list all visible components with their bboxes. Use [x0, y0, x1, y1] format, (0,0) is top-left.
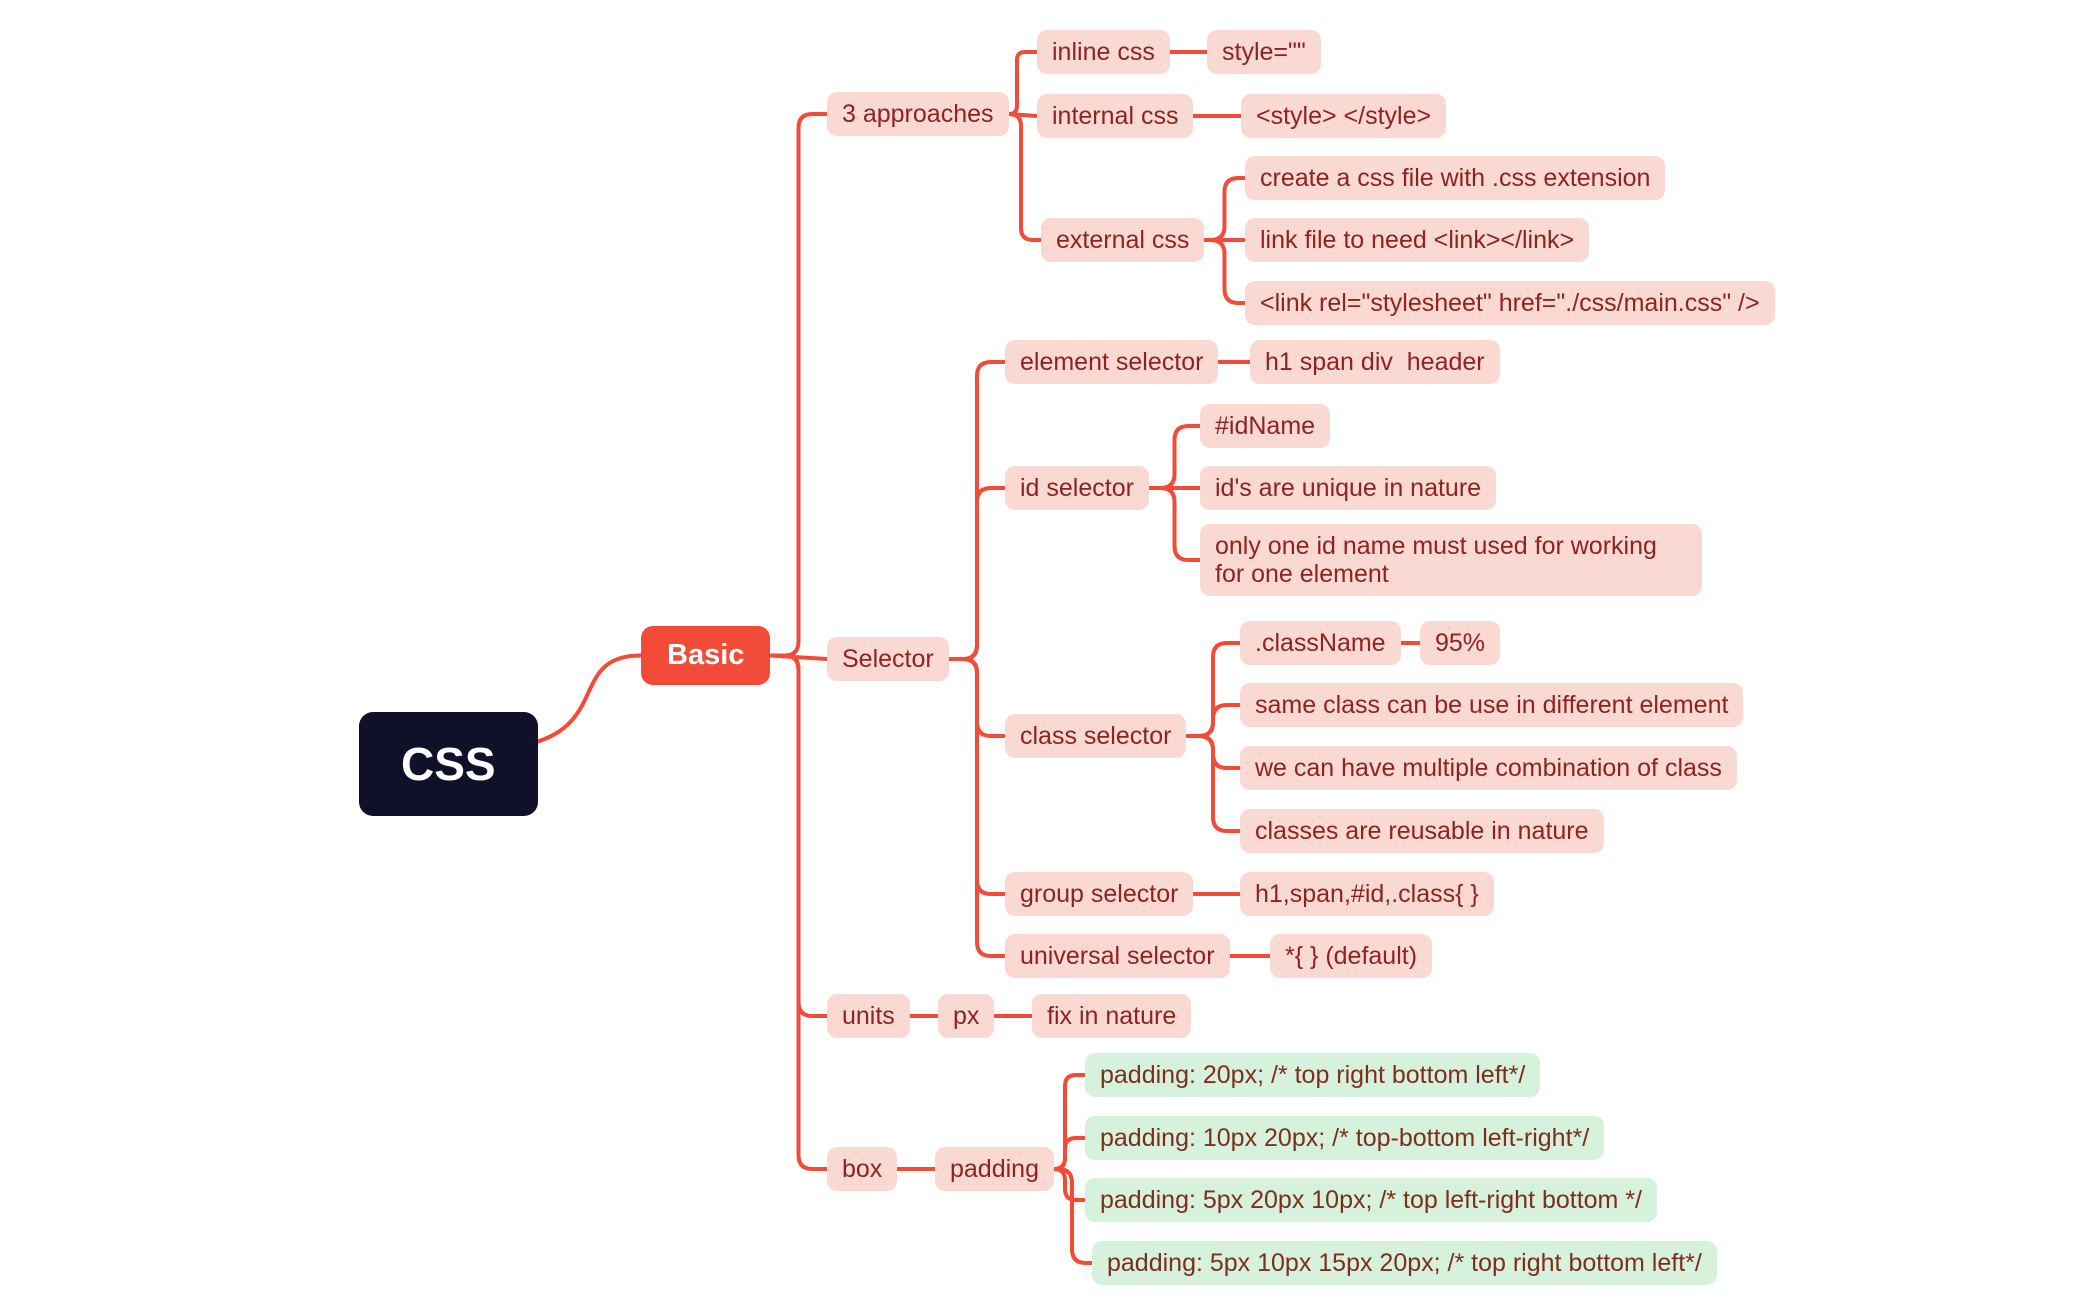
node-approaches[interactable]: 3 approaches [827, 92, 1009, 136]
node-cls_reuse[interactable]: classes are reusable in nature [1240, 809, 1604, 853]
connector-padding-p2 [1052, 1136, 1087, 1171]
node-id_unique[interactable]: id's are unique in nature [1200, 466, 1497, 510]
connector-classsel-cls_same [1184, 703, 1242, 738]
node-cls_multi[interactable]: we can have multiple combination of clas… [1240, 746, 1737, 790]
connector-selector-universal [947, 657, 1007, 958]
connector-selector-groupsel [947, 657, 1007, 896]
connector-css-basic [530, 653, 643, 746]
connector-padding-p3 [1052, 1167, 1087, 1202]
node-groupsel[interactable]: group selector [1005, 872, 1194, 916]
node-external[interactable]: external css [1041, 218, 1205, 262]
node-selector[interactable]: Selector [827, 637, 949, 681]
node-boxnode[interactable]: box [827, 1147, 898, 1191]
node-id_name[interactable]: #idName [1200, 404, 1331, 448]
connector-approaches-inline [1007, 50, 1039, 116]
node-ext_create[interactable]: create a css file with .css extension [1245, 156, 1666, 200]
connector-basic-boxnode [768, 653, 829, 1171]
node-p2[interactable]: padding: 10px 20px; /* top-bottom left-r… [1085, 1116, 1605, 1160]
connector-selector-classsel [947, 657, 1007, 738]
node-ext_need[interactable]: link file to need <link></link> [1245, 218, 1590, 262]
connector-idsel-id_name [1147, 424, 1202, 490]
node-p4[interactable]: padding: 5px 10px 15px 20px; /* top righ… [1092, 1241, 1717, 1285]
node-css[interactable]: CSS [359, 712, 538, 816]
node-cls_name[interactable]: .className [1240, 621, 1401, 665]
node-style_tag[interactable]: <style> </style> [1241, 94, 1447, 138]
node-group_ex[interactable]: h1,span,#id,.class{ } [1240, 872, 1494, 916]
node-cls_same[interactable]: same class can be use in different eleme… [1240, 683, 1744, 727]
node-inline[interactable]: inline css [1037, 30, 1170, 74]
node-universal[interactable]: universal selector [1005, 934, 1230, 978]
node-units[interactable]: units [827, 994, 910, 1038]
connector-padding-p1 [1052, 1073, 1087, 1171]
connector-classsel-cls_multi [1184, 734, 1242, 770]
node-cls_95[interactable]: 95% [1420, 621, 1501, 665]
connector-selector-idsel [947, 486, 1007, 661]
node-uni_ex[interactable]: *{ } (default) [1270, 934, 1433, 978]
node-p1[interactable]: padding: 20px; /* top right bottom left*… [1085, 1053, 1541, 1097]
connector-basic-approaches [768, 112, 829, 658]
connector-idsel-id_only [1147, 486, 1202, 562]
node-fix[interactable]: fix in nature [1032, 994, 1192, 1038]
node-elem[interactable]: element selector [1005, 340, 1219, 384]
node-id_only[interactable]: only one id name must used for working f… [1200, 524, 1702, 596]
node-internal[interactable]: internal css [1037, 94, 1194, 138]
node-classsel[interactable]: class selector [1005, 714, 1187, 758]
connector-classsel-cls_name [1184, 641, 1242, 738]
connector-basic-units [768, 653, 829, 1018]
node-ext_tag[interactable]: <link rel="stylesheet" href="./css/main.… [1245, 281, 1775, 325]
connector-basic-selector [768, 653, 829, 661]
node-basic[interactable]: Basic [641, 626, 771, 685]
node-p3[interactable]: padding: 5px 20px 10px; /* top left-righ… [1085, 1178, 1658, 1222]
connector-external-ext_tag [1202, 238, 1247, 305]
connector-approaches-internal [1007, 112, 1039, 118]
connector-external-ext_create [1202, 176, 1247, 242]
connector-classsel-cls_reuse [1184, 734, 1242, 833]
node-style_attr[interactable]: style="" [1207, 30, 1321, 74]
node-elem_ex[interactable]: h1 span div header [1250, 340, 1500, 384]
connector-selector-elem [947, 360, 1007, 661]
node-padding[interactable]: padding [935, 1147, 1054, 1191]
connector-approaches-external [1007, 112, 1043, 242]
node-px[interactable]: px [938, 994, 995, 1038]
node-idsel[interactable]: id selector [1005, 466, 1149, 510]
